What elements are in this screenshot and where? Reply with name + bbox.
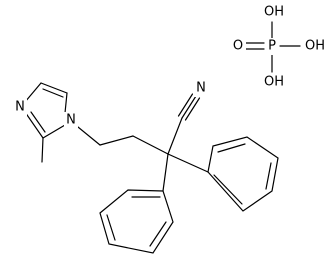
bond-ch2-ch2: [99, 135, 134, 146]
bond-n1-ch2: [77, 126, 101, 146]
bond-cq-phenyl-right: [167, 153, 209, 173]
phenyl-ring-right: [207, 136, 279, 212]
phenyl-left-double-3: [149, 221, 167, 247]
phenyl-right-double-2: [265, 162, 272, 190]
bond-cq-cn: [167, 117, 183, 155]
bond-c2-methyl: [41, 137, 44, 163]
phenyl-left-double-2: [106, 214, 116, 241]
atom-label-oh-top: OH: [264, 5, 284, 20]
nitrile-group: [167, 93, 201, 155]
phenyl-left-outline: [99, 189, 174, 254]
bond-cn-triple-2: [184, 97, 201, 121]
phenyl-right-double-3: [213, 174, 243, 205]
bond-cq-phenyl-left: [162, 153, 169, 192]
bond-n3-c2-inner: [30, 111, 46, 133]
phenyl-right-outline: [207, 136, 279, 212]
atom-label-n1: N: [66, 113, 76, 128]
bond-c5-c4-inner: [42, 88, 64, 98]
phenyl-ring-left: [99, 189, 174, 254]
atom-label-p: P: [268, 39, 276, 54]
atom-label-nitrile-n: N: [196, 81, 206, 96]
atom-labels: N N N P O OH OH OH: [13, 5, 325, 129]
phosphoric-acid: [245, 21, 301, 73]
bond-n3-c2: [24, 111, 44, 139]
bond-n1-c5: [64, 92, 68, 114]
atom-label-n3: N: [15, 100, 25, 115]
phenyl-right-double-1: [217, 143, 246, 153]
bond-c2-n1: [42, 124, 66, 139]
bond-cn-triple-1: [181, 95, 197, 119]
imidazole-ring: [24, 82, 68, 163]
alkyl-chain: [77, 126, 169, 155]
bond-c5-c4: [40, 82, 68, 94]
bond-ch2-cq: [132, 135, 169, 155]
atom-label-oh-bottom: OH: [264, 75, 284, 90]
atom-label-o-double: O: [233, 39, 243, 54]
bond-c4-n3: [24, 82, 42, 103]
atom-label-oh-right: OH: [305, 39, 325, 54]
bond-cn-triple-3: [177, 93, 194, 117]
